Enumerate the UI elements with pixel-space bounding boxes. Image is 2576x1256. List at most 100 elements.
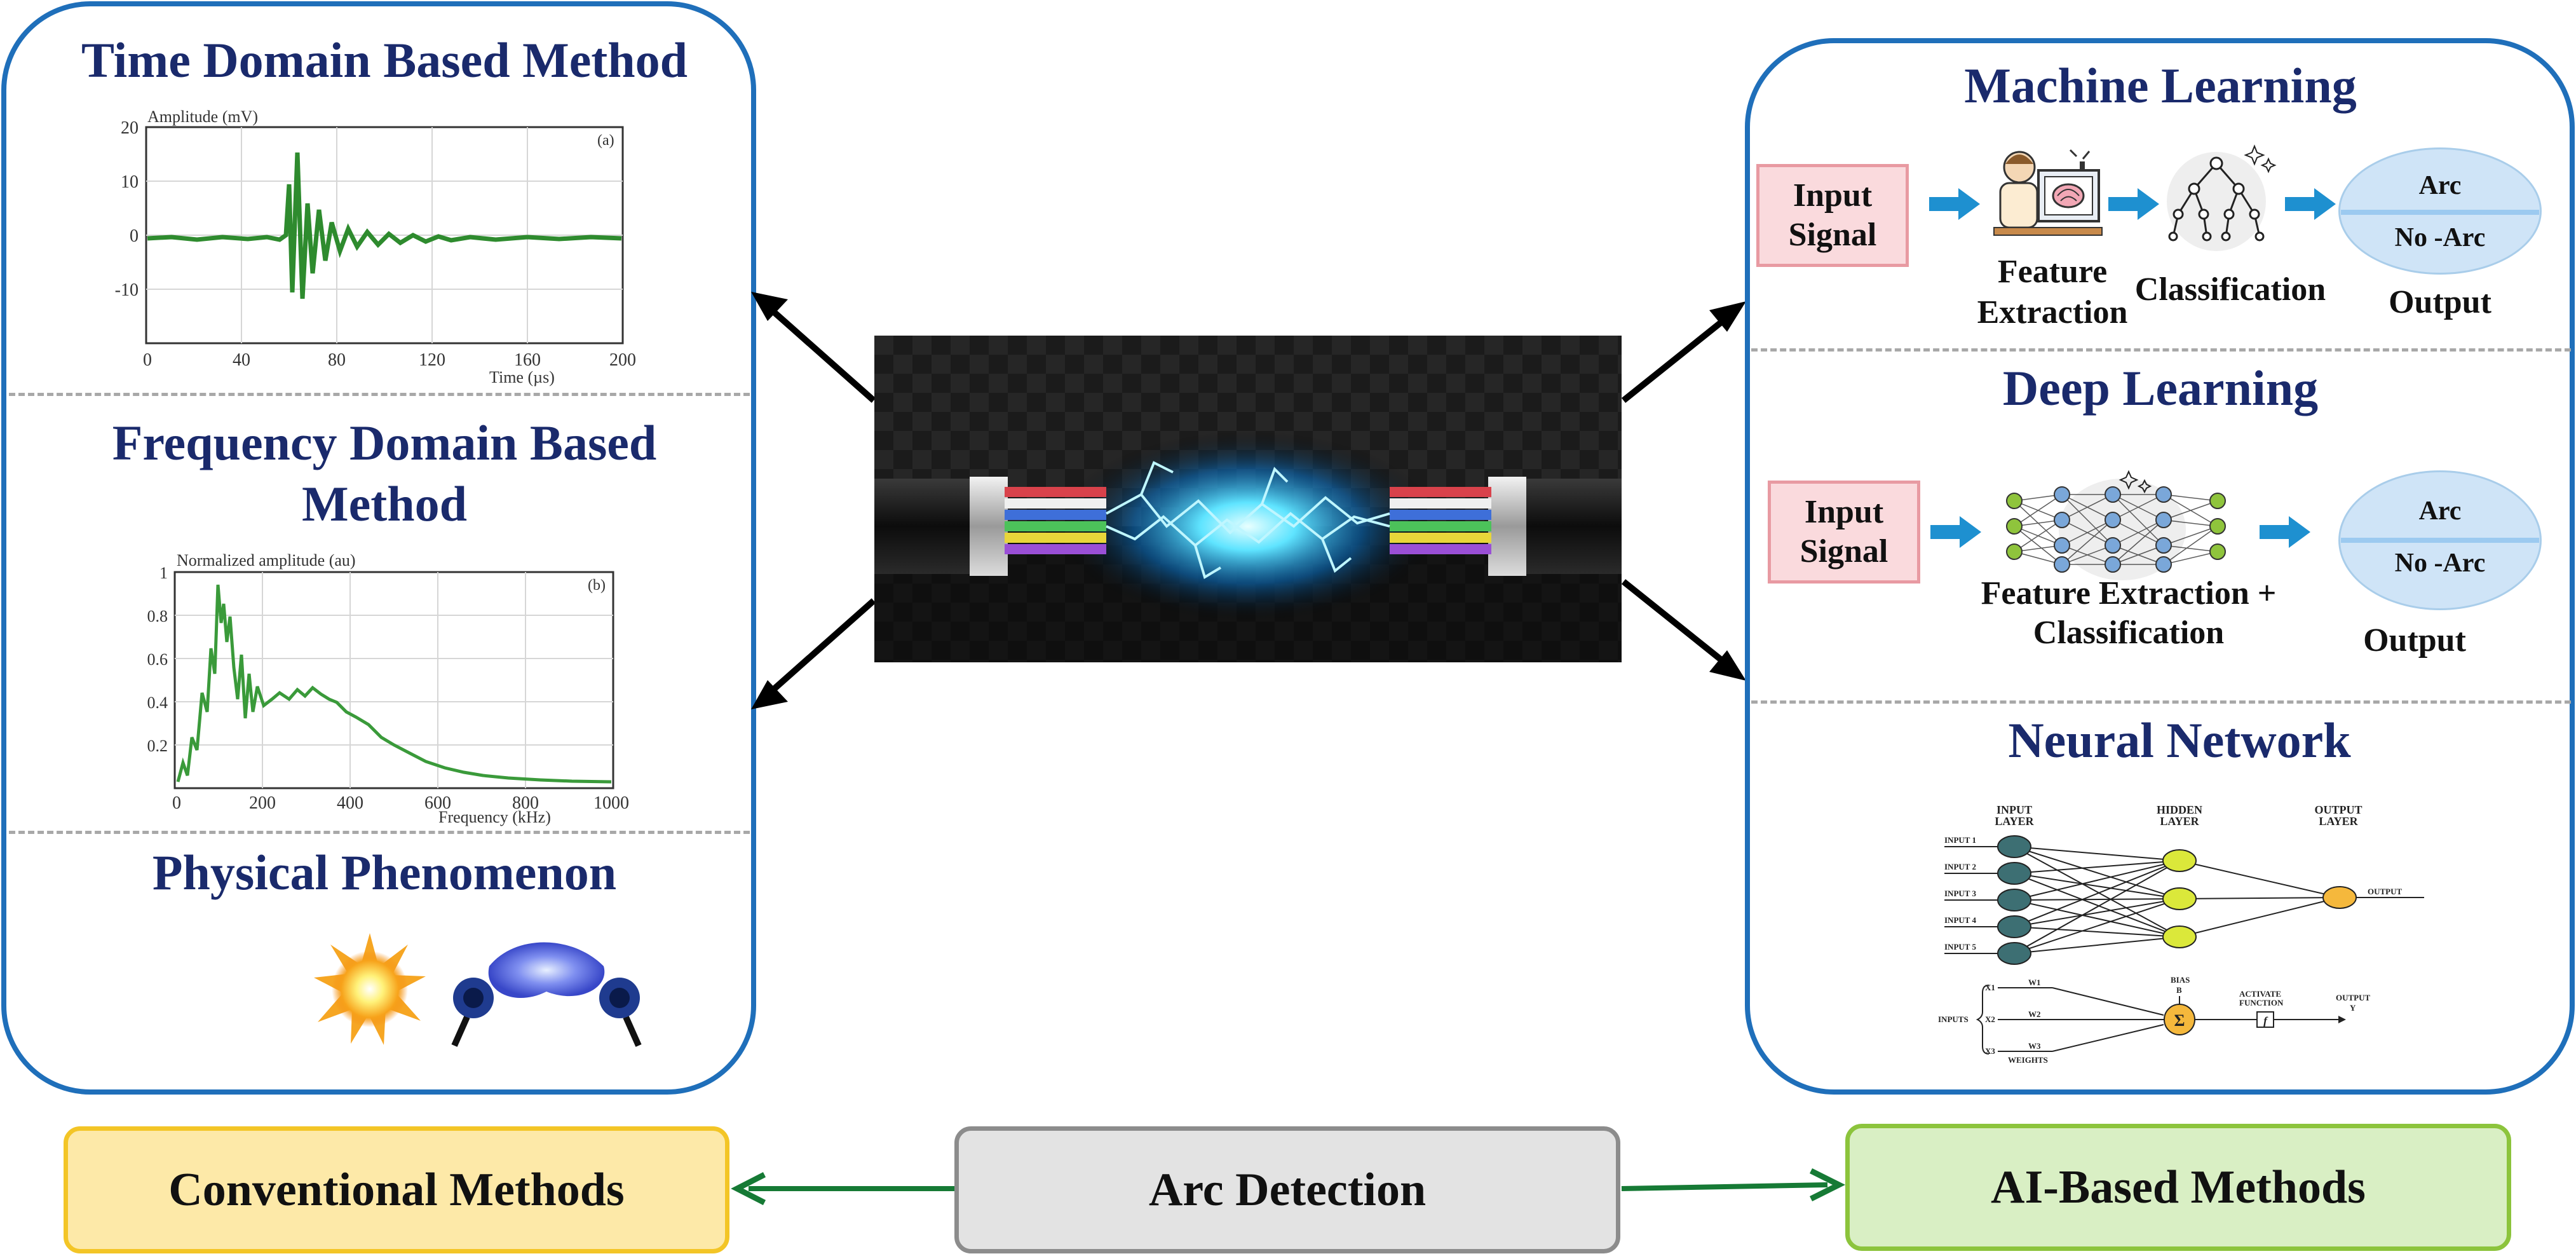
nn-w1: W1 — [2028, 978, 2041, 987]
nn-w2: W2 — [2028, 1009, 2041, 1019]
decision-tree-icon — [2167, 144, 2277, 251]
time-tag: (a) — [597, 132, 614, 149]
arrow-to-frequency-domain — [751, 598, 876, 709]
nn-output-label: OUTPUT — [2368, 887, 2403, 896]
nn-activate-1: ACTIVATE — [2239, 989, 2281, 999]
neural-network-diagram: INPUT LAYER HIDDEN LAYER OUTPUT LAYER — [1938, 803, 2424, 1063]
freq-xtick: 800 — [512, 793, 539, 813]
dl-output-label: Output — [2363, 622, 2466, 659]
nn-output-layer-2: LAYER — [2319, 815, 2358, 828]
machine-learning-title: Machine Learning — [1964, 58, 2357, 113]
nn-perceptron-output-2: Y — [2350, 1003, 2356, 1013]
electric-arc-cable-image — [874, 336, 1622, 662]
ml-no-arc-label: No -Arc — [2394, 223, 2486, 252]
freq-xtick: 600 — [424, 793, 451, 813]
frequency-domain-title-line1: Frequency Domain Based — [112, 415, 657, 470]
ml-input-line1: Input — [1793, 177, 1873, 214]
ml-arc-label: Arc — [2418, 171, 2462, 200]
nn-function-symbol: f — [2263, 1014, 2268, 1027]
ml-output-label: Output — [2389, 284, 2491, 320]
freq-xtick: 0 — [172, 793, 181, 813]
nn-input-1: INPUT 1 — [1944, 835, 1976, 845]
nn-input-5: INPUT 5 — [1944, 942, 1976, 952]
nn-x1: X1 — [1985, 983, 1995, 992]
arc-detection-box: Arc Detection — [954, 1126, 1620, 1253]
freq-ytick: 0.4 — [147, 693, 168, 712]
freq-xtick: 400 — [337, 793, 363, 813]
arc-electrodes-icon — [451, 942, 642, 1048]
nn-sigma-symbol: Σ — [2174, 1011, 2185, 1030]
time-xtick: 200 — [609, 350, 636, 370]
dl-input-line1: Input — [1804, 493, 1884, 530]
dl-feature-line1: Feature Extraction + — [1981, 575, 2277, 611]
neural-network-title: Neural Network — [2008, 713, 2351, 768]
nn-perceptron-output-1: OUTPUT — [2336, 993, 2371, 1002]
dl-feature-line2: Classification — [2033, 615, 2225, 651]
right-divider-2 — [1751, 700, 2571, 704]
ml-input-signal-box: Input Signal — [1756, 164, 1909, 267]
time-xtick: 80 — [328, 350, 346, 370]
ai-based-methods-box: AI-Based Methods — [1845, 1124, 2511, 1251]
time-domain-chart: Amplitude (mV) Time (µs) (a) 0 40 80 120… — [115, 108, 636, 386]
freq-tag: (b) — [588, 577, 606, 594]
physical-phenomenon-title: Physical Phenomenon — [152, 845, 617, 900]
nn-hidden-layer-2: LAYER — [2160, 815, 2199, 828]
time-xtick: 160 — [514, 350, 541, 370]
dl-input-signal-box: Input Signal — [1768, 481, 1920, 584]
arrow-to-ai-based — [1621, 1168, 1846, 1202]
dl-arrow-1 — [1930, 516, 1981, 548]
deep-learning-title: Deep Learning — [2002, 360, 2319, 416]
ml-arrow-1 — [1929, 188, 1980, 220]
nn-input-3: INPUT 3 — [1944, 889, 1976, 898]
freq-xlabel: Frequency (kHz) — [438, 808, 551, 826]
time-signal-line — [147, 152, 622, 299]
arrow-to-machine-learning — [1621, 301, 1746, 403]
arrow-to-conventional — [731, 1171, 954, 1206]
nn-bias: BIAS — [2171, 975, 2190, 985]
nn-w3: W3 — [2028, 1041, 2041, 1051]
freq-ytick: 0.6 — [147, 650, 168, 669]
ml-input-line2: Signal — [1788, 217, 1877, 253]
flash-light-icon — [314, 933, 426, 1045]
time-xtick: 40 — [233, 350, 250, 370]
frequency-domain-title-line2: Method — [302, 476, 467, 531]
time-ytick: 20 — [121, 118, 139, 138]
time-ytick: 0 — [130, 226, 139, 246]
freq-ylabel: Normalized amplitude (au) — [177, 551, 356, 570]
freq-ytick: 1 — [159, 564, 168, 582]
deep-network-icon — [2006, 470, 2226, 580]
arrow-to-time-domain — [751, 292, 876, 403]
time-ytick: 10 — [121, 172, 139, 192]
time-xtick: 120 — [419, 350, 445, 370]
freq-ytick: 0.2 — [147, 737, 168, 755]
ml-feature-line2: Extraction — [1977, 294, 2128, 331]
left-divider-2 — [9, 831, 750, 834]
nn-bias-b: B — [2176, 985, 2182, 995]
dl-input-line2: Signal — [1800, 533, 1888, 570]
time-domain-title: Time Domain Based Method — [81, 32, 688, 88]
ml-classification-label: Classification — [2134, 271, 2326, 308]
nn-x2: X2 — [1985, 1014, 1995, 1024]
sound-wave-icon — [119, 947, 275, 1036]
arrow-to-deep-learning — [1621, 579, 1746, 681]
nn-activate-2: FUNCTION — [2239, 998, 2284, 1007]
nn-hidden-layer-1: HIDDEN — [2157, 803, 2202, 816]
freq-xtick: 200 — [249, 793, 276, 813]
feature-extraction-person-icon — [1993, 149, 2103, 236]
time-ylabel: Amplitude (mV) — [147, 108, 258, 126]
frequency-signal-line — [176, 584, 612, 784]
time-xlabel: Time (µs) — [489, 368, 555, 386]
freq-xtick: 1000 — [593, 793, 629, 813]
nn-input-2: INPUT 2 — [1944, 862, 1976, 871]
left-divider-1 — [9, 393, 750, 396]
freq-ytick: 0.8 — [147, 607, 168, 625]
nn-perceptron-inputs: INPUTS — [1938, 1014, 1969, 1024]
nn-input-layer-1: INPUT — [1996, 803, 2032, 816]
dl-output-divider — [2341, 538, 2539, 543]
frequency-domain-chart: Normalized amplitude (au) Frequency (kHz… — [147, 551, 630, 826]
nn-x3: X3 — [1985, 1046, 1995, 1056]
nn-input-layer-2: LAYER — [1995, 815, 2034, 828]
right-divider-1 — [1751, 348, 2571, 352]
nn-input-4: INPUT 4 — [1944, 915, 1976, 925]
time-ytick: -10 — [115, 280, 139, 300]
